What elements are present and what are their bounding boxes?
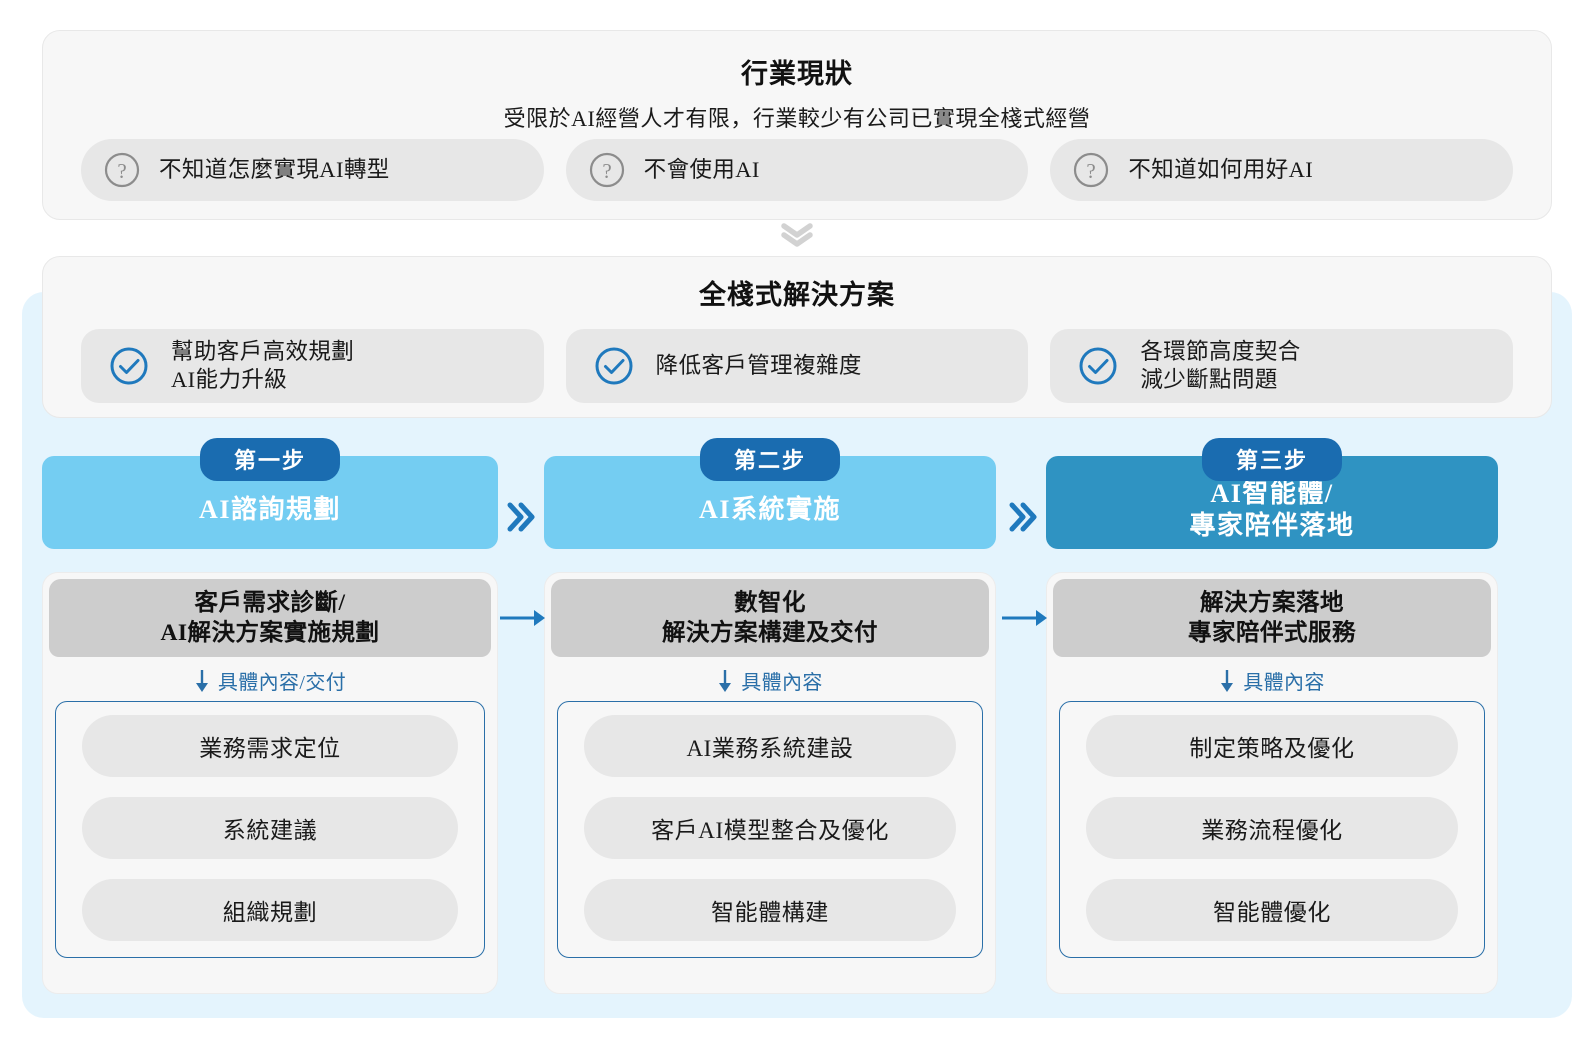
arrow-right-icon: [1002, 610, 1047, 626]
step-header-label-line-1: AI智能體/: [1210, 478, 1334, 508]
pain-point-item[interactable]: ? 不會使用AI: [565, 139, 1029, 201]
check-circle-icon: [1076, 344, 1120, 388]
svg-text:?: ?: [117, 159, 126, 183]
detail-item[interactable]: 智能體優化: [1086, 879, 1458, 941]
step-body-card: 解決方案落地 專家陪伴式服務 具體內容 制定策略及優化 業務流程優化 智能體優化: [1046, 572, 1498, 994]
arrow-down-icon: [719, 669, 732, 692]
benefit-row: 幫助客戶高效規劃 AI能力升級 降低客戶管理複雜度 各環節高度契合: [81, 329, 1514, 403]
detail-item[interactable]: AI業務系統建設: [584, 715, 956, 777]
step-body-title: 解決方案落地 專家陪伴式服務: [1053, 579, 1491, 657]
step-header-label-line-2: 專家陪伴落地: [1189, 510, 1355, 540]
question-mark-icon: ?: [103, 151, 141, 189]
check-circle-icon: [592, 344, 636, 388]
pain-point-item[interactable]: ? 不知道如何用好AI: [1050, 139, 1514, 201]
step-body-card: 客戶需求診斷/ AI解決方案實施規劃 具體內容/交付 業務需求定位 系統建議 組…: [42, 572, 498, 994]
benefit-line-1: 幫助客戶高效規劃: [171, 338, 355, 364]
detail-label-text: 具體內容/交付: [217, 672, 347, 694]
benefit-line-1: 各環節高度契合: [1140, 338, 1301, 364]
benefit-label: 各環節高度契合 減少斷點問題: [1140, 338, 1300, 394]
step-1-to-2-connector: [498, 500, 544, 539]
detail-item[interactable]: 系統建議: [82, 797, 458, 859]
pain-point-label: 不會使用AI: [643, 156, 760, 182]
step-body-title: 客戶需求診斷/ AI解決方案實施規劃: [49, 579, 491, 657]
step-body-title-line-2: 解決方案構建及交付: [662, 620, 878, 646]
pain-point-label: 不知道怎麼實現AI轉型: [159, 156, 390, 182]
detail-item[interactable]: 組織規劃: [82, 879, 458, 941]
benefit-item[interactable]: 各環節高度契合 減少斷點問題: [1050, 329, 1514, 403]
industry-status-title: 行業現狀: [741, 59, 853, 89]
pain-point-row: ? 不知道怎麼實現AI轉型 ? 不會使用AI ? 不知道如何用好AI: [81, 139, 1514, 201]
detail-item[interactable]: 制定策略及優化: [1086, 715, 1458, 777]
double-chevron-right-icon: [507, 502, 535, 532]
detail-label: 具體內容: [1047, 666, 1497, 695]
double-chevron-right-icon: [1009, 502, 1037, 532]
arrow-right-icon: [500, 610, 545, 626]
step-badge: 第一步: [199, 438, 341, 481]
svg-text:?: ?: [602, 159, 611, 183]
industry-status-panel: 行業現狀 受限於AI經營人才有限，行業較少有公司已實現全棧式經營 ? 不知道怎麼…: [42, 30, 1552, 220]
section-divider: [0, 222, 1594, 250]
step-body-title-line-1: 客戶需求診斷/: [194, 589, 346, 616]
benefit-label: 降低客戶管理複雜度: [655, 352, 862, 378]
benefit-item[interactable]: 降低客戶管理複雜度: [565, 329, 1029, 403]
arrow-down-icon: [1221, 669, 1234, 692]
check-circle-icon: [107, 344, 151, 388]
step-badge: 第三步: [1201, 438, 1343, 481]
step-body-title: 數智化 解決方案構建及交付: [551, 579, 989, 657]
arrow-down-icon: [195, 669, 208, 692]
benefit-line-2: 減少斷點問題: [1140, 367, 1278, 392]
step-body-title-line-2: 專家陪伴式服務: [1188, 620, 1356, 646]
benefit-label: 幫助客戶高效規劃 AI能力升級: [171, 338, 354, 394]
detail-item-box: 業務需求定位 系統建議 組織規劃: [55, 701, 485, 958]
detail-label: 具體內容/交付: [43, 666, 497, 695]
benefit-item[interactable]: 幫助客戶高效規劃 AI能力升級: [81, 329, 544, 403]
double-chevron-down-icon: [781, 223, 813, 247]
body-1-to-2-connector: [498, 606, 546, 635]
step-2-to-3-connector: [1000, 500, 1046, 539]
solution-title: 全棧式解決方案: [699, 280, 895, 310]
step-body-card: 數智化 解決方案構建及交付 具體內容 AI業務系統建設 客戶AI模型整合及優化 …: [544, 572, 996, 994]
step-badge: 第二步: [699, 438, 841, 481]
detail-item[interactable]: 業務流程優化: [1086, 797, 1458, 859]
benefit-line-2: AI能力升級: [171, 367, 288, 392]
pain-point-item[interactable]: ? 不知道怎麼實現AI轉型: [81, 139, 544, 201]
question-mark-icon: ?: [588, 151, 626, 189]
pain-point-label: 不知道如何用好AI: [1128, 156, 1314, 182]
detail-item[interactable]: 智能體構建: [584, 879, 956, 941]
step-header-label: AI諮詢規劃: [199, 494, 341, 524]
detail-item-box: 制定策略及優化 業務流程優化 智能體優化: [1059, 701, 1485, 958]
steps-container: 第一步 AI諮詢規劃 客戶需求診斷/ AI解決方案實施規劃 具體內容/交付 業務…: [42, 438, 1552, 998]
detail-label: 具體內容: [545, 666, 995, 695]
svg-text:?: ?: [1087, 159, 1096, 183]
body-2-to-3-connector: [1000, 606, 1048, 635]
solution-header-panel: 全棧式解決方案 幫助客戶高效規劃 AI能力升級 降低客戶管理複雜度: [42, 256, 1552, 418]
step-body-title-line-2: AI解決方案實施規劃: [160, 620, 380, 646]
detail-item[interactable]: 業務需求定位: [82, 715, 458, 777]
step-body-title-line-1: 解決方案落地: [1200, 589, 1344, 616]
step-header-label: AI系統實施: [699, 494, 841, 524]
step-body-title-line-1: 數智化: [734, 589, 806, 616]
detail-label-text: 具體內容: [1243, 672, 1325, 694]
question-mark-icon: ?: [1072, 151, 1110, 189]
detail-item[interactable]: 客戶AI模型整合及優化: [584, 797, 956, 859]
industry-status-subtitle: 受限於AI經營人才有限，行業較少有公司已實現全棧式經營: [503, 106, 1091, 131]
detail-item-box: AI業務系統建設 客戶AI模型整合及優化 智能體構建: [557, 701, 983, 958]
detail-label-text: 具體內容: [741, 672, 823, 694]
